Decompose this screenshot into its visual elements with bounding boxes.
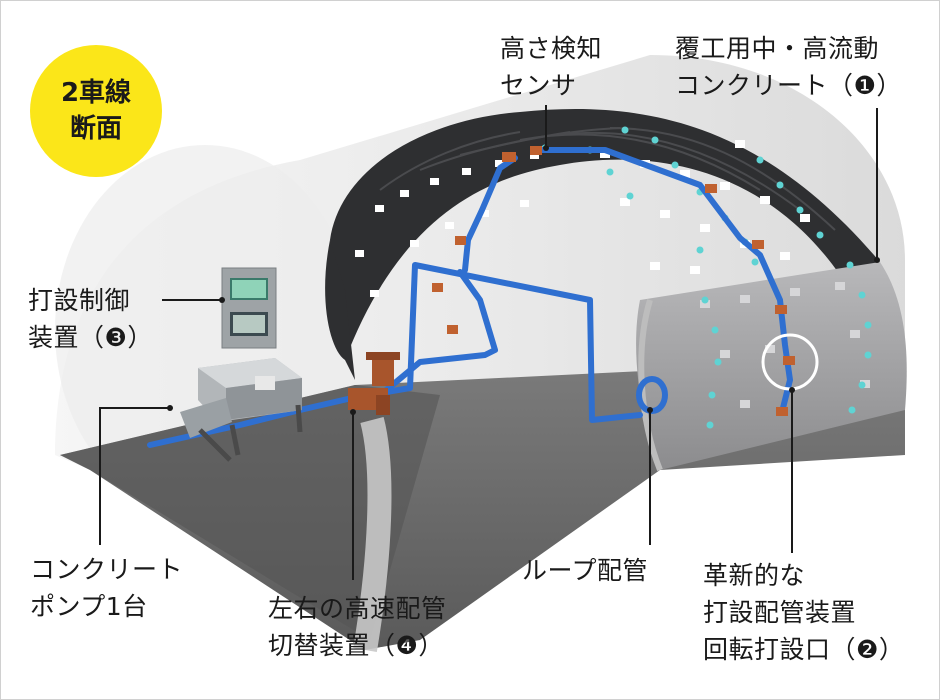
label-loop-pipe: ループ配管	[522, 552, 648, 589]
label-control-device: 打設制御 装置（❸）	[28, 282, 153, 356]
formwork-segment-lines	[379, 127, 836, 231]
concrete-pump	[180, 358, 303, 462]
label-height-sensor: 高さ検知 センサ	[500, 30, 602, 104]
label-concrete-line-2: コンクリート（❶）	[675, 71, 902, 100]
label-switching-device: 左右の高速配管 切替装置（❹）	[268, 590, 447, 664]
label-rotary-port-line-2: 打設配管装置	[703, 598, 857, 627]
label-switching-device-line-2: 切替装置（❹）	[268, 631, 444, 660]
label-control-device-line-1: 打設制御	[28, 286, 131, 315]
label-concrete: 覆工用中・高流動 コンクリート（❶）	[675, 30, 902, 104]
formwork-light-ring	[636, 262, 907, 470]
pipe-fittings	[432, 146, 795, 416]
label-switching-device-line-1: 左右の高速配管	[268, 594, 447, 623]
label-rotary-port-line-3: 回転打設口（❷）	[703, 635, 905, 664]
leader-lines	[99, 105, 878, 580]
control-panel	[221, 267, 277, 349]
label-concrete-line-1: 覆工用中・高流動	[675, 34, 880, 63]
badge-line-1: 2車線	[60, 78, 132, 108]
floor-shadow	[60, 385, 440, 640]
label-pump: コンクリート ポンプ1台	[30, 551, 183, 625]
switching-device	[348, 352, 400, 415]
badge-line-2: 断面	[69, 114, 122, 144]
label-rotary-port: 革新的な 打設配管装置 回転打設口（❷）	[703, 557, 904, 668]
formwork-near-edge	[353, 416, 392, 652]
lane-section-badge: 2車線 断面	[30, 45, 162, 177]
label-pump-line-1: コンクリート	[30, 555, 184, 584]
leader-endpoints	[167, 145, 880, 415]
label-height-sensor-line-2: センサ	[500, 71, 577, 100]
label-height-sensor-line-1: 高さ検知	[500, 34, 603, 63]
formwork-dark-left	[325, 240, 355, 380]
label-control-device-line-2: 装置（❸）	[28, 323, 153, 352]
label-rotary-port-line-1: 革新的な	[703, 561, 806, 590]
concrete-pipes	[147, 147, 793, 448]
label-loop-pipe-line-1: ループ配管	[522, 556, 649, 585]
label-pump-line-2: ポンプ1台	[30, 592, 148, 621]
